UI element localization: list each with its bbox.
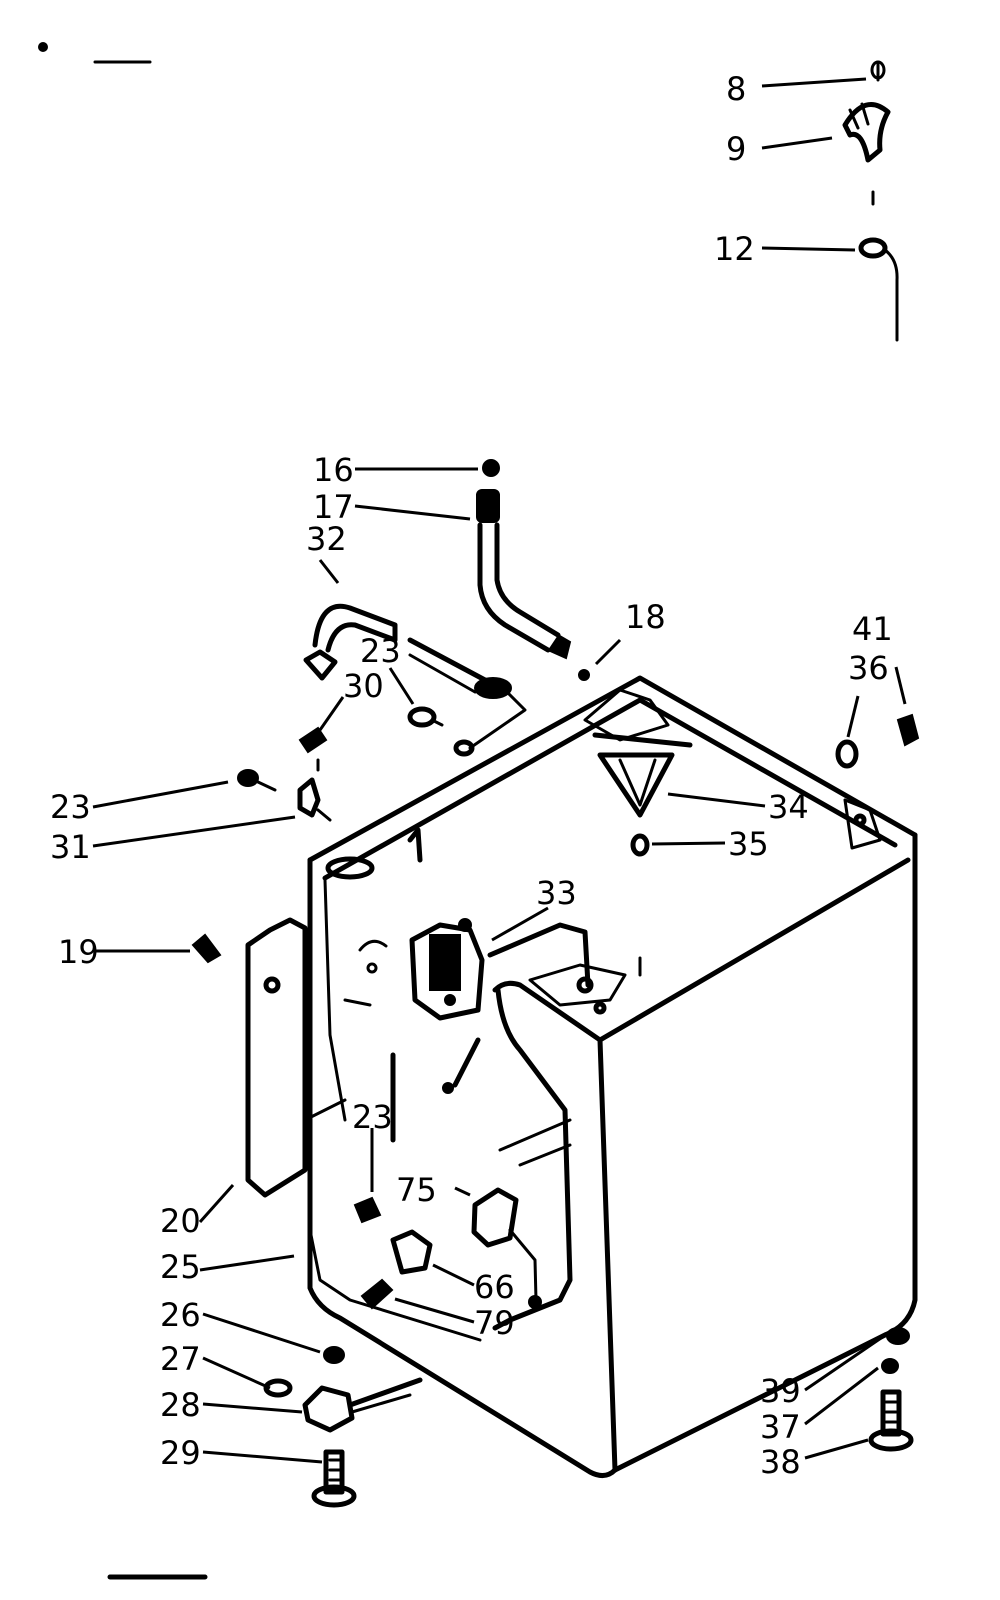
callout-38: 38	[760, 1443, 801, 1481]
part-75-ring	[471, 1187, 542, 1309]
part-30-connector	[298, 726, 328, 772]
part-37-nut	[881, 1358, 899, 1374]
part-66-bracket	[390, 1229, 433, 1275]
part-32-harness	[303, 603, 527, 757]
part-27-pin	[263, 1378, 293, 1398]
part-79-clip	[360, 1278, 394, 1310]
callout-34: 34	[768, 788, 809, 826]
callout-8: 8	[726, 70, 746, 108]
part-19-screw	[191, 933, 222, 964]
part-17-inlet-hose	[476, 489, 572, 660]
part-29-leg	[311, 1449, 357, 1508]
callout-27: 27	[160, 1340, 201, 1378]
part-35-washer	[630, 833, 650, 857]
callout-29: 29	[160, 1434, 201, 1472]
callout-labels: 8 9 12 16 17 32 18 23 30 41 36 23 31 34 …	[50, 70, 893, 1481]
part-23-screw-upper	[407, 706, 444, 728]
callout-18: 18	[625, 598, 666, 636]
part-33-switch	[343, 918, 591, 1094]
callout-19: 19	[58, 933, 99, 971]
callout-35: 35	[728, 825, 769, 863]
part-9-hose-elbow	[842, 101, 891, 163]
callout-12: 12	[714, 230, 755, 268]
part-28-bracket	[302, 1377, 423, 1433]
part-39-washer	[886, 1327, 910, 1345]
part-38-leg	[868, 1389, 914, 1452]
stray-marks	[38, 42, 208, 1580]
part-34-bracket	[597, 752, 675, 818]
callout-30: 30	[343, 667, 384, 705]
part-16-washer	[482, 459, 500, 477]
callout-20: 20	[160, 1202, 201, 1240]
callout-23-upper: 23	[360, 632, 401, 670]
part-8-screw	[870, 60, 886, 82]
callout-9: 9	[726, 130, 746, 168]
callout-75: 75	[396, 1171, 437, 1209]
callout-23-lower: 23	[352, 1098, 393, 1136]
callout-41: 41	[852, 610, 893, 648]
cabinet	[307, 675, 918, 1478]
callout-23-left: 23	[50, 788, 91, 826]
leader-lines	[92, 77, 907, 1464]
callout-33: 33	[536, 874, 577, 912]
part-23-screw-left	[237, 769, 277, 792]
callout-79: 79	[474, 1304, 515, 1342]
part-41-plug	[896, 713, 920, 747]
callout-37: 37	[760, 1408, 801, 1446]
callout-31: 31	[50, 828, 91, 866]
part-23-screw-lower	[353, 1052, 396, 1224]
part-12-clamp	[858, 190, 899, 342]
callout-36: 36	[848, 649, 889, 687]
callout-25: 25	[160, 1248, 201, 1286]
part-20-side-panel	[245, 917, 347, 1198]
part-36-cap	[835, 739, 859, 769]
callout-17: 17	[313, 488, 354, 526]
part-18-clip	[578, 669, 590, 681]
callout-39: 39	[760, 1372, 801, 1410]
callout-66: 66	[474, 1268, 515, 1306]
callout-32: 32	[306, 520, 347, 558]
callout-28: 28	[160, 1386, 201, 1424]
part-26-nut	[323, 1346, 345, 1364]
callout-16: 16	[313, 451, 354, 489]
part-31-terminal	[297, 777, 332, 822]
callout-26: 26	[160, 1296, 201, 1334]
